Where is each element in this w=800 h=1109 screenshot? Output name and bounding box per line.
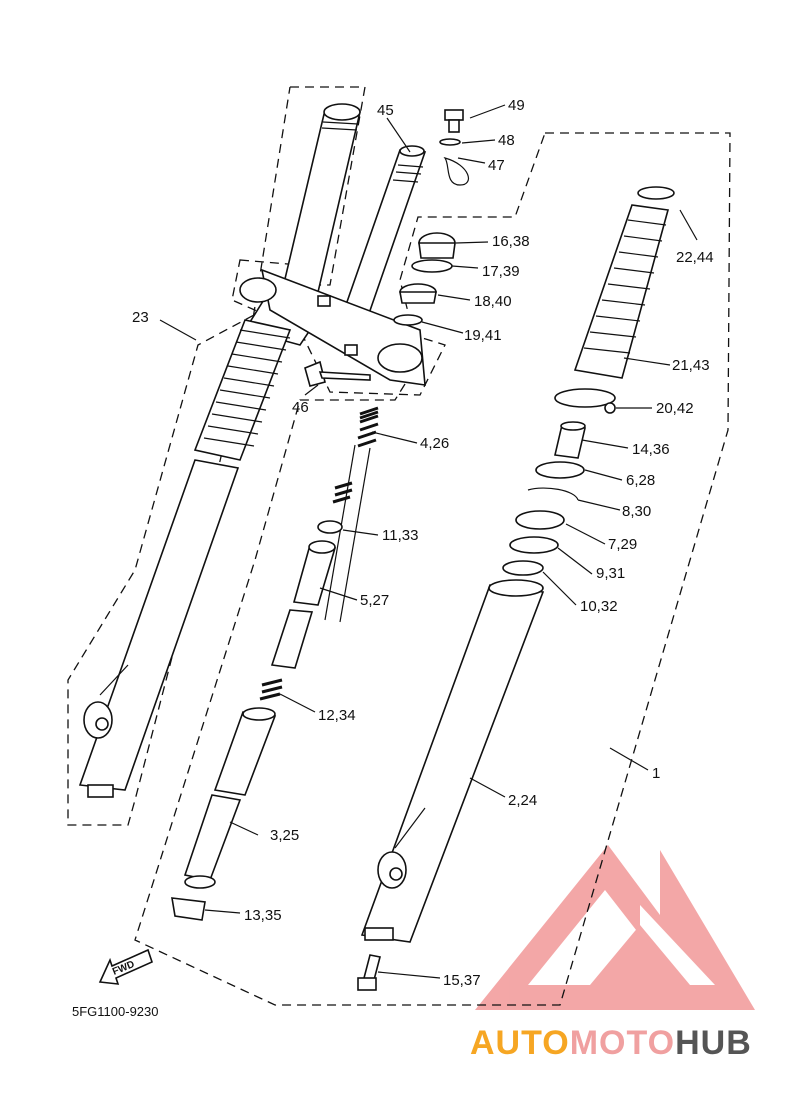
label-21-43: 21,43 [672,357,710,374]
label-6-28: 6,28 [626,472,655,489]
label-9-31: 9,31 [596,565,625,582]
label-14-36: 14,36 [632,441,670,458]
label-20-42: 20,42 [656,400,694,417]
label-2-24: 2,24 [508,792,537,809]
label-1: 1 [652,765,660,782]
label-8-30: 8,30 [622,503,651,520]
label-10-32: 10,32 [580,598,618,615]
fwd-arrow-icon: FWD [98,948,153,985]
watermark-text: AUTOMOTOHUB [470,1024,752,1062]
watermark-auto: AUTO [470,1024,570,1062]
clip-8-icon [527,487,579,501]
leader-lines [159,104,698,979]
bolt-46-icon [304,360,371,387]
label-22-44: 22,44 [676,249,714,266]
label-48: 49 [508,97,525,114]
label-46: 46 [292,399,309,416]
label-11-33: 11,33 [382,527,418,544]
clamp-20-icon [554,388,616,414]
ring-10-icon [502,560,544,576]
label-15-37: 15,37 [443,972,481,989]
label-3-25: 3,25 [270,827,299,844]
seal-18-icon [399,283,437,304]
damper-rod-5 [270,540,337,669]
dust-boot-21 [573,186,675,379]
label-4-26: 4,26 [420,435,449,452]
bushing-14-icon [554,421,586,459]
automotohub-logo-icon [475,845,755,1010]
spring-12-icon [259,678,283,701]
label-18-40: 18,40 [474,293,512,310]
label-23: 23 [132,309,149,326]
oil-seal-6-icon [535,461,585,479]
spring-small-icon [332,481,353,504]
washer-49-icon [439,138,461,146]
label-12-34: 12,34 [318,707,356,724]
label-5-27: 5,27 [360,592,389,609]
label-47: 47 [488,157,505,174]
bolt-15-icon [357,954,381,991]
inner-tube-3 [183,707,277,889]
outer-tube-2 [360,579,545,943]
o-ring-19-icon [393,314,423,326]
assembly-23-outline [67,86,366,826]
slide-metal-13-icon [171,897,206,921]
o-ring-47-icon [443,156,470,186]
dust-boot-23 [193,319,292,461]
watermark-hub: HUB [675,1024,752,1062]
watermark-moto: MOTO [570,1024,675,1062]
ring-17-icon [411,259,453,273]
label-49: 48 [498,132,515,149]
bracket-outline [231,259,446,396]
cap-16-icon [418,232,456,259]
label-19-41: 19,41 [464,327,502,344]
label-7-29: 7,29 [608,536,637,553]
label-16-38: 16,38 [492,233,530,250]
washer-7-icon [515,510,565,530]
assembly-1-outline [134,132,731,1006]
label-17-39: 17,39 [482,263,520,280]
part-code: 5FG1100-9230 [72,1004,159,1019]
spring-4-icon [324,406,379,623]
part-labels: 23 45 49 48 47 16,38 17,39 18,40 19,41 4… [132,97,714,989]
ring-9-icon [509,536,559,554]
label-45: 45 [377,102,394,119]
collar-11-icon [317,520,343,534]
label-13-35: 13,35 [244,907,282,924]
bolt-48-icon [444,109,464,133]
lower-leg-23 [78,459,240,798]
